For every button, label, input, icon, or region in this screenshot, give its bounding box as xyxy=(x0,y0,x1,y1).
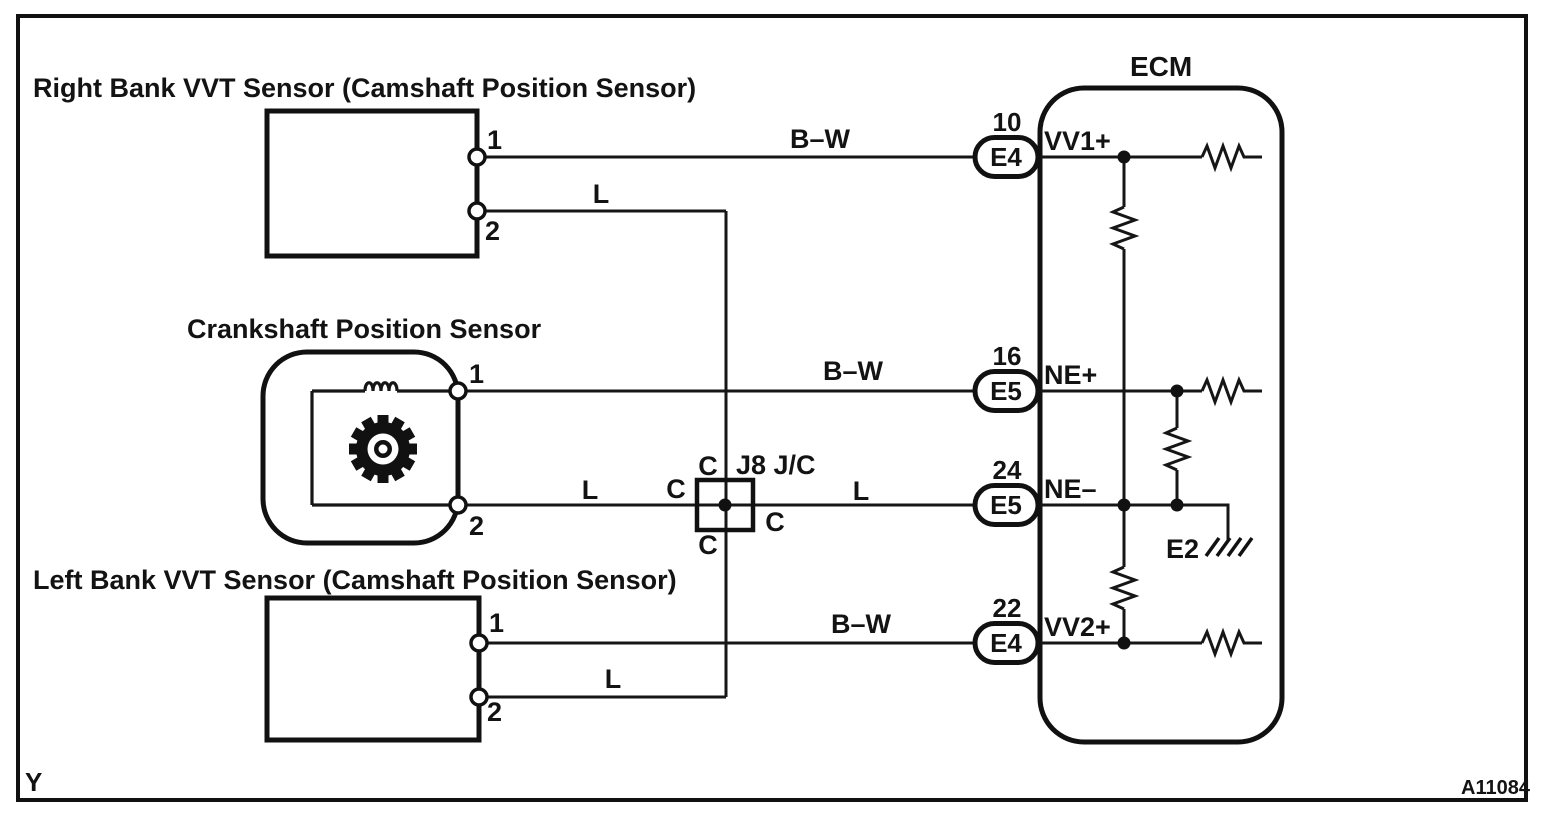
signal-label-row4: VV2+ xyxy=(1044,612,1111,642)
inductor-coil-icon xyxy=(363,381,399,392)
ecm-ground-label: E2 xyxy=(1166,534,1199,564)
j8-junction-label: J8 J/C xyxy=(736,450,816,480)
junction-dot-ne-minus-right xyxy=(1170,498,1184,512)
connector-code-row1: E4 xyxy=(990,142,1022,172)
resistor-vv2 xyxy=(1200,627,1262,659)
right-bank-pin1-label: 1 xyxy=(487,125,502,155)
j8-c-right-label: C xyxy=(765,507,785,537)
crankshaft-pin1-label: 1 xyxy=(469,359,484,389)
left-bank-terminal-1 xyxy=(469,633,489,653)
left-bank-title: Left Bank VVT Sensor (Camshaft Position … xyxy=(33,565,677,595)
ground-icon xyxy=(1204,536,1254,558)
left-bank-sensor-box xyxy=(264,595,482,743)
connector-code-row3: E5 xyxy=(990,490,1022,520)
signal-label-row3: NE– xyxy=(1044,474,1097,504)
crankshaft-pin2-label: 2 xyxy=(469,511,484,541)
right-bank-pin2-label: 2 xyxy=(485,216,500,246)
figure-id-label: A11084 xyxy=(1461,777,1531,799)
resistor-ne-plus xyxy=(1200,375,1262,407)
ecm-label: ECM xyxy=(1130,51,1192,82)
connector-code-row4: E4 xyxy=(990,628,1022,658)
resistor-ne-bridge xyxy=(1161,426,1193,472)
right-bank-terminal-1 xyxy=(467,147,487,167)
crankshaft-sensor-box xyxy=(260,349,461,546)
connector-pin-row1: 10 xyxy=(993,107,1022,137)
reluctor-gear-icon xyxy=(349,415,417,483)
connector-oval-e4-row4 xyxy=(972,621,1041,665)
left-bank-terminal-2 xyxy=(469,687,489,707)
connector-pin-row3: 24 xyxy=(993,455,1022,485)
j8-junction-box xyxy=(694,477,756,533)
left-bank-pin1-label: 1 xyxy=(489,608,504,638)
corner-y-label: Y xyxy=(25,767,42,797)
connector-oval-e5-row2 xyxy=(972,369,1041,413)
crankshaft-title: Crankshaft Position Sensor xyxy=(187,314,542,344)
connector-pin-row2: 16 xyxy=(993,341,1022,371)
ecm-row3-wire-to-ground xyxy=(1038,503,1230,540)
junction-dot-ne-minus-left xyxy=(1117,498,1131,512)
crankshaft-terminal-1 xyxy=(448,381,468,401)
wire-label-crank-l-right: L xyxy=(853,476,870,506)
wire-label-crank-bw: B–W xyxy=(823,356,884,386)
junction-dot-ne-plus xyxy=(1170,384,1184,398)
crankshaft-terminal-2 xyxy=(448,495,468,515)
resistor-vv1 xyxy=(1200,141,1262,173)
wire-label-crank-l-left: L xyxy=(582,475,599,505)
connector-oval-e5-row3 xyxy=(972,483,1041,527)
signal-label-row1: VV1+ xyxy=(1044,126,1111,156)
resistor-vertical-top xyxy=(1108,205,1140,251)
ecm-box xyxy=(1037,85,1285,745)
j8-c-top-label: C xyxy=(698,451,718,481)
wire-label-rb-l: L xyxy=(593,179,610,209)
diagram-frame xyxy=(16,14,1528,802)
j8-junction-dot xyxy=(718,498,732,512)
resistor-vertical-bottom xyxy=(1108,565,1140,611)
left-bank-pin2-label: 2 xyxy=(487,697,502,727)
signal-label-row2: NE+ xyxy=(1044,360,1097,390)
junction-dot-vv2 xyxy=(1117,636,1131,650)
connector-code-row2: E5 xyxy=(990,376,1022,406)
wire-label-rb-bw: B–W xyxy=(790,124,851,154)
j8-c-left-label: C xyxy=(666,474,686,504)
wire-label-lb-l: L xyxy=(605,664,622,694)
right-bank-title: Right Bank VVT Sensor (Camshaft Position… xyxy=(33,73,696,103)
right-bank-sensor-box xyxy=(264,108,480,259)
junction-dot-vv1 xyxy=(1117,150,1131,164)
right-bank-terminal-2 xyxy=(467,201,487,221)
connector-oval-e4-row1 xyxy=(972,135,1041,179)
j8-c-bottom-label: C xyxy=(698,530,718,560)
wire-label-lb-bw: B–W xyxy=(831,609,892,639)
connector-pin-row4: 22 xyxy=(993,593,1022,623)
